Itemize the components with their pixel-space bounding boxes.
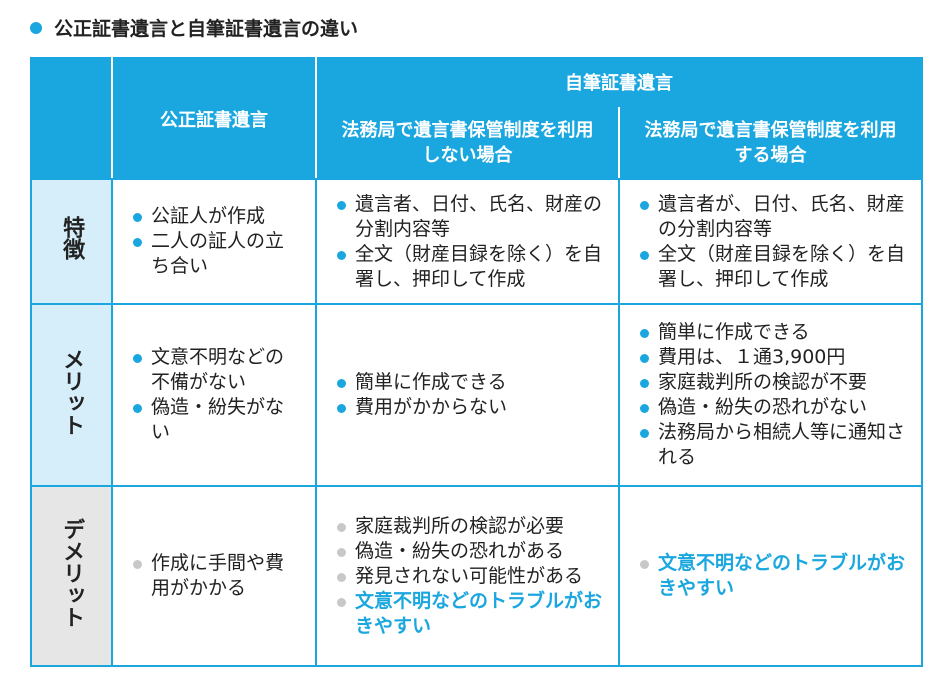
features-kosei: 公証人が作成二人の証人の立ち合い	[111, 178, 317, 305]
list-item: 法務局から相続人等に通知される	[638, 420, 907, 470]
bullet-list: 遺言者、日付、氏名、財産の分割内容等全文（財産目録を除く）を自署し、押印して作成	[335, 192, 604, 292]
list-item: 簡単に作成できる	[638, 320, 907, 345]
list-item: 二人の証人の立ち合い	[131, 229, 301, 279]
list-item: 文意不明などのトラブルがおきやすい	[638, 551, 907, 601]
list-item: 全文（財産目録を除く）を自署し、押印して作成	[335, 242, 604, 292]
row-label-text: デメリット	[59, 517, 85, 628]
header-jihitsu: 自筆証書遺言	[315, 57, 923, 107]
list-item: 文意不明などのトラブルがおきやすい	[335, 589, 604, 639]
bullet-list: 遺言者が、日付、氏名、財産の分割内容等全文（財産目録を除く）を自署し、押印して作…	[638, 192, 907, 292]
bullet-icon	[30, 21, 42, 34]
list-item: 発見されない可能性がある	[335, 564, 604, 589]
list-item: 全文（財産目録を除く）を自署し、押印して作成	[638, 242, 907, 292]
row-label-demerits: デメリット	[30, 485, 113, 667]
list-item: 遺言者、日付、氏名、財産の分割内容等	[335, 192, 604, 242]
bullet-list: 家庭裁判所の検認が必要偽造・紛失の恐れがある発見されない可能性がある文意不明など…	[335, 514, 604, 639]
merits-kosei: 文意不明などの不備がない偽造・紛失がない	[111, 303, 317, 487]
list-item: 遺言者が、日付、氏名、財産の分割内容等	[638, 192, 907, 242]
list-item: 費用がかからない	[335, 395, 604, 420]
header-no-storage: 法務局で遺言書保管制度を利用しない場合	[315, 105, 620, 180]
row-label-merits: メリット	[30, 303, 113, 487]
bullet-list: 文意不明などのトラブルがおきやすい	[638, 551, 907, 601]
title-text: 公正証書遺言と自筆証書遺言の違い	[54, 18, 359, 40]
row-label-features: 特徴	[30, 178, 113, 305]
list-item: 作成に手間や費用がかかる	[131, 551, 301, 601]
list-item: 文意不明などの不備がない	[131, 345, 301, 395]
merits-storage: 簡単に作成できる費用は、１通3,900円家庭裁判所の検認が不要偽造・紛失の恐れが…	[618, 303, 923, 487]
bullet-list: 簡単に作成できる費用は、１通3,900円家庭裁判所の検認が不要偽造・紛失の恐れが…	[638, 320, 907, 470]
demerits-storage: 文意不明などのトラブルがおきやすい	[618, 485, 923, 667]
list-item: 家庭裁判所の検認が不要	[638, 370, 907, 395]
demerits-kosei: 作成に手間や費用がかかる	[111, 485, 317, 667]
demerits-no-storage: 家庭裁判所の検認が必要偽造・紛失の恐れがある発見されない可能性がある文意不明など…	[315, 485, 620, 667]
page-title: 公正証書遺言と自筆証書遺言の違い	[30, 14, 358, 41]
row-label-text: 特徴	[59, 216, 85, 261]
list-item: 簡単に作成できる	[335, 370, 604, 395]
features-no-storage: 遺言者、日付、氏名、財産の分割内容等全文（財産目録を除く）を自署し、押印して作成	[315, 178, 620, 305]
list-item: 偽造・紛失の恐れがある	[335, 539, 604, 564]
bullet-list: 文意不明などの不備がない偽造・紛失がない	[131, 345, 301, 445]
header-storage: 法務局で遺言書保管制度を利用する場合	[618, 105, 923, 180]
header-koseishosho: 公正証書遺言	[111, 57, 317, 180]
bullet-list: 簡単に作成できる費用がかからない	[335, 370, 604, 420]
list-item: 家庭裁判所の検認が必要	[335, 514, 604, 539]
comparison-table: 公正証書遺言 自筆証書遺言 法務局で遺言書保管制度を利用しない場合 法務局で遺言…	[30, 57, 923, 667]
header-empty	[30, 57, 113, 180]
bullet-list: 作成に手間や費用がかかる	[131, 551, 301, 601]
merits-no-storage: 簡単に作成できる費用がかからない	[315, 303, 620, 487]
bullet-list: 公証人が作成二人の証人の立ち合い	[131, 204, 301, 279]
row-label-text: メリット	[59, 347, 85, 436]
list-item: 費用は、１通3,900円	[638, 345, 907, 370]
list-item: 偽造・紛失がない	[131, 395, 301, 445]
features-storage: 遺言者が、日付、氏名、財産の分割内容等全文（財産目録を除く）を自署し、押印して作…	[618, 178, 923, 305]
list-item: 公証人が作成	[131, 204, 301, 229]
list-item: 偽造・紛失の恐れがない	[638, 395, 907, 420]
